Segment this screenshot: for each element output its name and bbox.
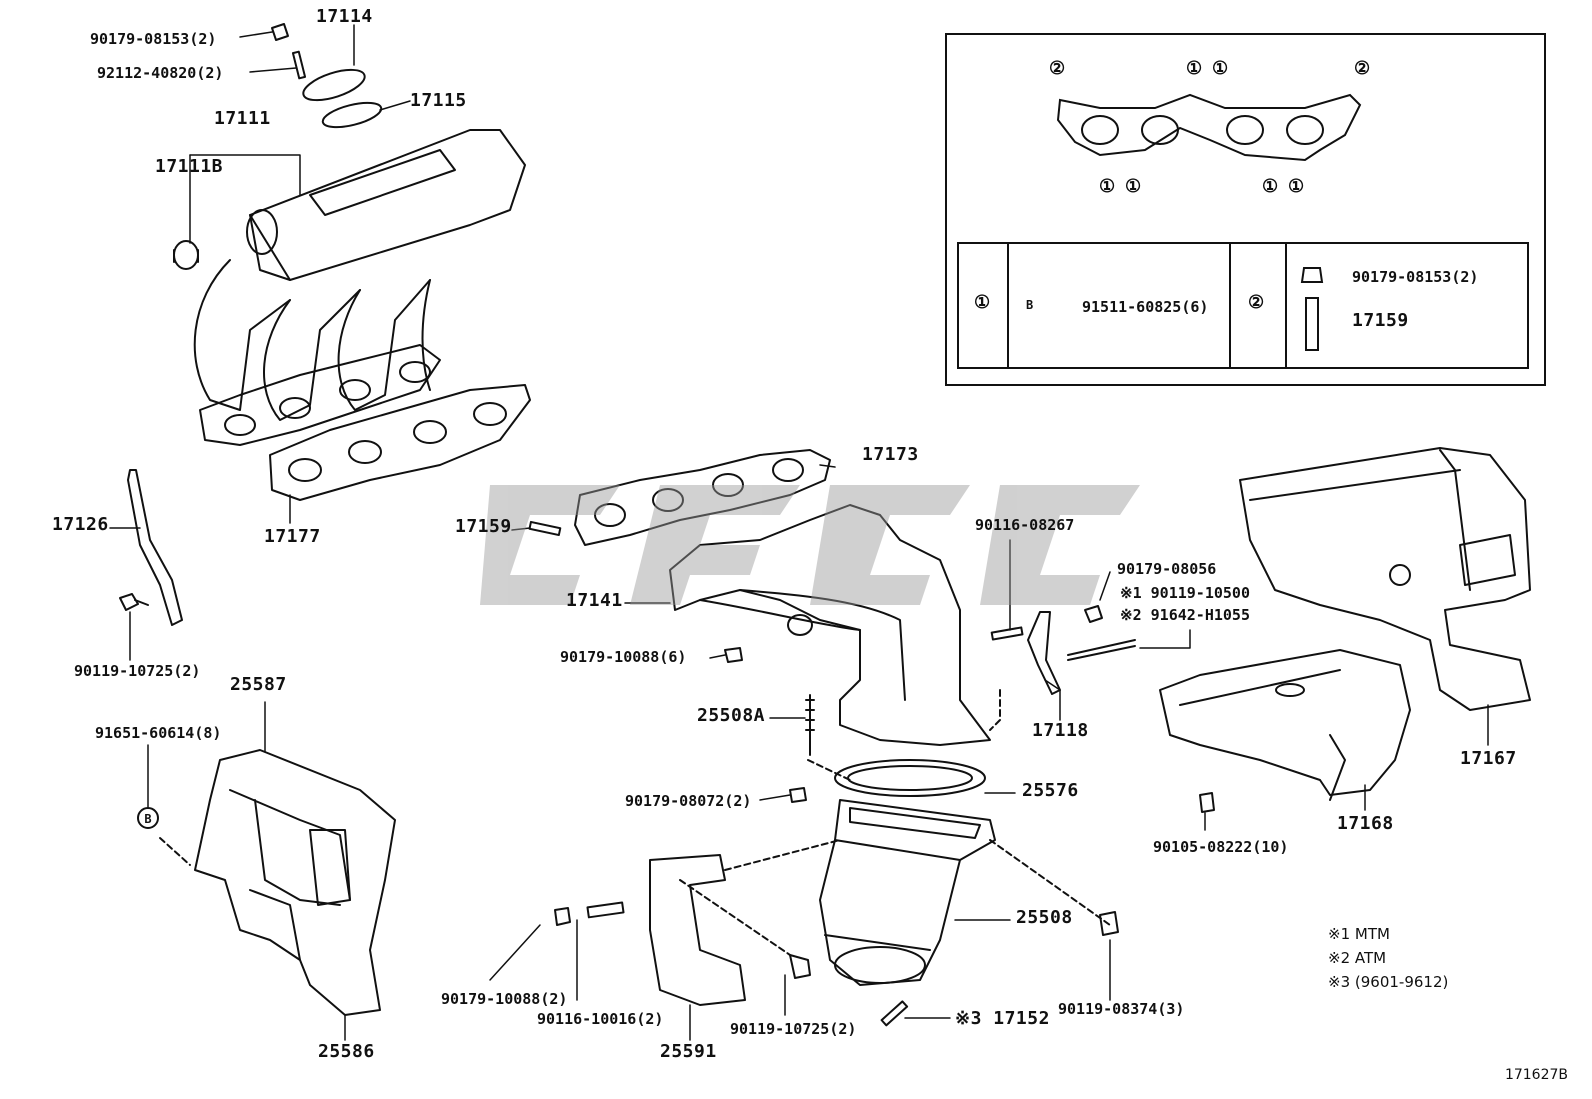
label-17168: 17168	[1337, 813, 1394, 834]
inset-detail-box	[945, 33, 1546, 386]
legend-note-2: ※2 ATM	[1328, 949, 1387, 967]
inset-circle-2-right: ②	[1354, 58, 1371, 79]
label-25587: 25587	[230, 674, 287, 695]
heat-insulator-17167	[1239, 447, 1531, 711]
inset-label-17159: 17159	[1352, 310, 1409, 331]
label-90179-08153: 90179-08153(2)	[90, 30, 217, 48]
label-25586: 25586	[318, 1041, 375, 1062]
inset-circle-2-left: ②	[1049, 58, 1066, 79]
label-17167: 17167	[1460, 748, 1517, 769]
label-17141: 17141	[566, 590, 623, 611]
label-90119-08374: 90119-08374(3)	[1058, 1000, 1185, 1018]
label-17159: 17159	[455, 516, 512, 537]
label-90119-10725-bottom: 90119-10725(2)	[730, 1020, 857, 1038]
exhaust-manifold-17141	[669, 504, 1024, 746]
notes-legend: ※1 MTM ※2 ATM ※3 (9601-9612)	[1328, 922, 1448, 994]
label-91642-H1055: ※2 91642-H1055	[1120, 606, 1250, 624]
bolt-marker-left: B	[144, 812, 152, 826]
label-90116-08267: 90116-08267	[975, 516, 1075, 534]
label-90119-10500: ※1 90119-10500	[1120, 584, 1250, 602]
label-17173: 17173	[862, 444, 919, 465]
inset-circle-1-bottom-c: ①	[1262, 176, 1279, 197]
label-17118: 17118	[1032, 720, 1089, 741]
inset-bolt-marker: B	[1026, 298, 1034, 312]
inset-circle-1-top-a: ①	[1186, 58, 1203, 79]
label-17111B: 17111B	[155, 156, 224, 177]
label-90119-10725-left: 90119-10725(2)	[74, 662, 201, 680]
label-17177: 17177	[264, 526, 321, 547]
gasket-17173	[528, 449, 831, 546]
inset-circle-1-top-b: ①	[1212, 58, 1229, 79]
legend-note-1: ※1 MTM	[1328, 925, 1390, 943]
label-25591: 25591	[660, 1041, 717, 1062]
bracket-17126	[127, 469, 183, 626]
label-17115: 17115	[410, 90, 467, 111]
label-90116-10016: 90116-10016(2)	[537, 1010, 664, 1028]
gasket-25576	[834, 759, 986, 797]
inset-circle-1-bottom-b: ①	[1125, 176, 1142, 197]
inset-label-90179-08153: 90179-08153(2)	[1352, 268, 1479, 286]
label-25508A: 25508A	[697, 705, 766, 726]
inset-circle-1-bottom-a: ①	[1099, 176, 1116, 197]
bracket-17118	[1027, 611, 1061, 695]
heat-insulator-17168	[1159, 649, 1411, 813]
inset-label-91511-60825: 91511-60825(6)	[1082, 298, 1209, 316]
label-17114: 17114	[316, 6, 373, 27]
converter-25508	[789, 694, 1119, 986]
inset-circle-1-bottom-d: ①	[1288, 176, 1305, 197]
label-90179-08072: 90179-08072(2)	[625, 792, 752, 810]
inset-table-circle-2: ②	[1248, 292, 1265, 313]
label-17126: 17126	[52, 514, 109, 535]
gasket-17177	[269, 384, 531, 501]
label-17111: 17111	[214, 108, 271, 129]
inset-gasket-drawing	[957, 93, 1529, 369]
intake-manifold	[173, 23, 526, 446]
label-25508: 25508	[1016, 907, 1073, 928]
label-90179-10088-6: 90179-10088(6)	[560, 648, 687, 666]
label-90105-08222: 90105-08222(10)	[1153, 838, 1289, 856]
bracket-25591	[554, 839, 909, 1027]
label-17152: ※3 17152	[955, 1008, 1050, 1029]
inset-table-circle-1: ①	[974, 292, 991, 313]
heat-insulator-25586	[137, 749, 396, 1016]
label-90179-10088-2: 90179-10088(2)	[441, 990, 568, 1008]
label-90179-08056: 90179-08056	[1117, 560, 1217, 578]
legend-note-3: ※3 (9601-9612)	[1328, 973, 1449, 991]
watermark-logo	[480, 485, 1140, 605]
label-92112-40820: 92112-40820(2)	[97, 64, 224, 82]
label-91651-60614: 91651-60614(8)	[95, 724, 222, 742]
label-25576: 25576	[1022, 780, 1079, 801]
drawing-code: 171627B	[1504, 1067, 1568, 1083]
